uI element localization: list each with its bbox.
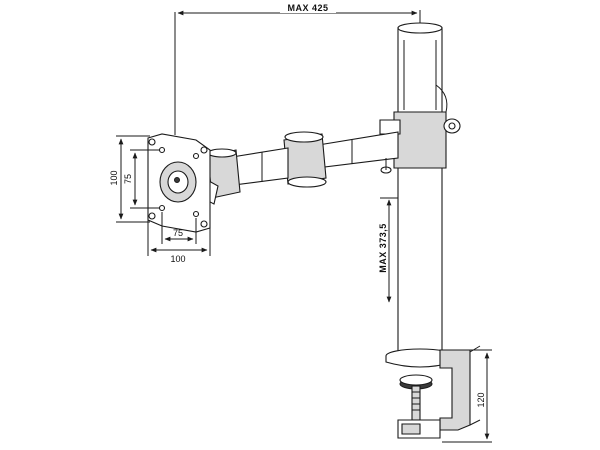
vesa-height-small-label: 75: [123, 174, 133, 184]
vesa-width-dimensions: 75 100: [147, 212, 211, 264]
vesa-height-dimensions: 100 75: [109, 135, 160, 223]
arm-reach-dimension: MAX 425: [174, 3, 421, 135]
desk-clamp: [385, 345, 481, 439]
vesa-width-large-label: 100: [170, 254, 185, 264]
pole: [397, 22, 443, 359]
clamp-range-dimension: 120: [442, 349, 492, 443]
vesa-plate: [147, 133, 211, 233]
arm-middle-joint: [283, 131, 327, 188]
pole-collar: [379, 84, 461, 169]
vesa-height-large-label: 100: [109, 170, 119, 185]
pole-travel-dimension: MAX 373,5: [378, 197, 398, 303]
clamp-range-label: 120: [476, 392, 486, 407]
arm-reach-label: MAX 425: [287, 3, 328, 13]
vesa-width-small-label: 75: [173, 228, 183, 238]
pole-travel-label: MAX 373,5: [378, 223, 388, 273]
